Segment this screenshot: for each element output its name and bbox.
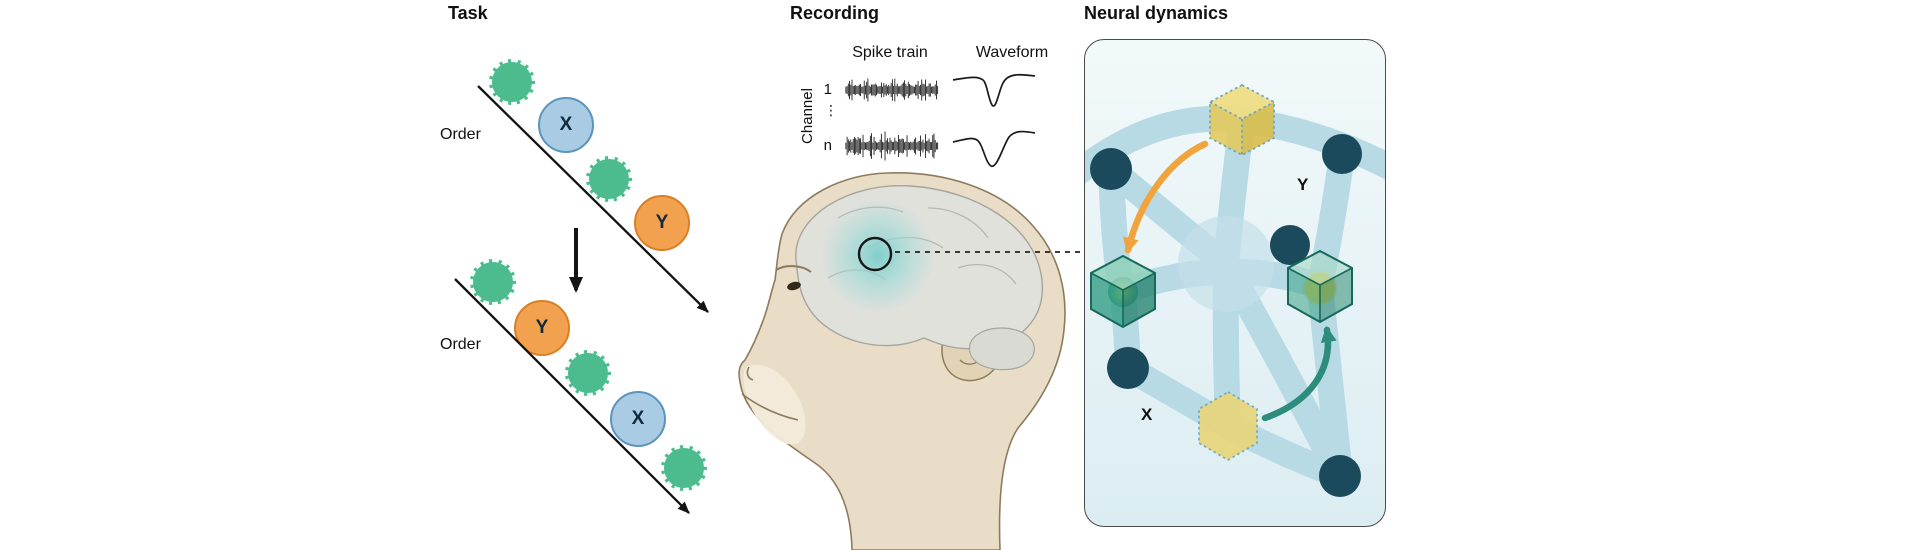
recording-site-circle: [857, 236, 893, 272]
stimulus-circle-x: X: [610, 391, 666, 447]
spike-train-header: Spike train: [852, 44, 928, 61]
monkey-cerebellum: [969, 327, 1035, 371]
waveform-channel-n: [952, 130, 1036, 167]
stimulus-circle-y: Y: [514, 300, 570, 356]
task-panel-title: Task: [448, 3, 488, 23]
order-label-2: Order: [440, 336, 481, 353]
state-node: [1107, 347, 1149, 389]
monkey-brow-line: [775, 265, 812, 273]
neural-label-y: Y: [1297, 175, 1309, 194]
channel-ellipsis: ⋮: [824, 102, 838, 118]
cube-left-green: [1090, 254, 1156, 329]
state-node: [1322, 134, 1362, 174]
neural-state-space-graphic: Y X: [1085, 83, 1385, 497]
channel-axis-label: Channel: [799, 88, 816, 144]
stimulus-circle-x: X: [538, 97, 594, 153]
state-node: [1270, 225, 1310, 265]
monkey-nostril: [746, 366, 754, 381]
recording-panel-title: Recording: [790, 3, 880, 23]
neural-label-x: X: [1141, 405, 1153, 424]
channel-number-last: n: [823, 137, 832, 154]
stimulus-circle-green: [661, 445, 707, 491]
stimulus-circle-green: [586, 156, 632, 202]
transition-arrow-orange: [1123, 140, 1209, 254]
recording-site-glow: [820, 198, 936, 314]
stimulus-x-label: X: [631, 408, 645, 429]
stimulus-circle-green: [565, 350, 611, 396]
state-node: [1090, 148, 1132, 190]
network-center-hub: [1178, 216, 1274, 312]
neural-dynamics-panel: Y X: [1084, 39, 1386, 527]
stimulus-x-label: X: [559, 114, 573, 135]
spike-train-raster-channel-n: [845, 131, 939, 161]
channel-number-first: 1: [823, 81, 832, 98]
stimulus-circle-y: Y: [634, 195, 690, 251]
monkey-mouth: [741, 393, 799, 421]
monkey-eye: [787, 281, 801, 291]
waveform-channel-1: [952, 73, 1036, 107]
waveform-header: Waveform: [975, 44, 1049, 61]
cube-top-yellow: [1209, 83, 1275, 157]
monkey-head-illustration: [738, 172, 1066, 550]
stimulus-y-label: Y: [655, 212, 669, 233]
stimulus-y-label: Y: [535, 317, 549, 338]
state-node: [1319, 455, 1361, 497]
transition-arrow-teal: [1261, 326, 1337, 422]
cube-bottom-yellow: [1198, 390, 1258, 462]
state-nodes: [1090, 134, 1362, 497]
stimulus-circle-green: [489, 59, 535, 105]
neural-panel-title: Neural dynamics: [1084, 3, 1229, 23]
spike-train-raster-channel-1: [845, 78, 939, 102]
monkey-muzzle: [743, 364, 806, 445]
stimulus-circle-green: [470, 259, 516, 305]
order-label-1: Order: [440, 126, 481, 143]
cube-right-green-yellow: [1287, 249, 1353, 324]
